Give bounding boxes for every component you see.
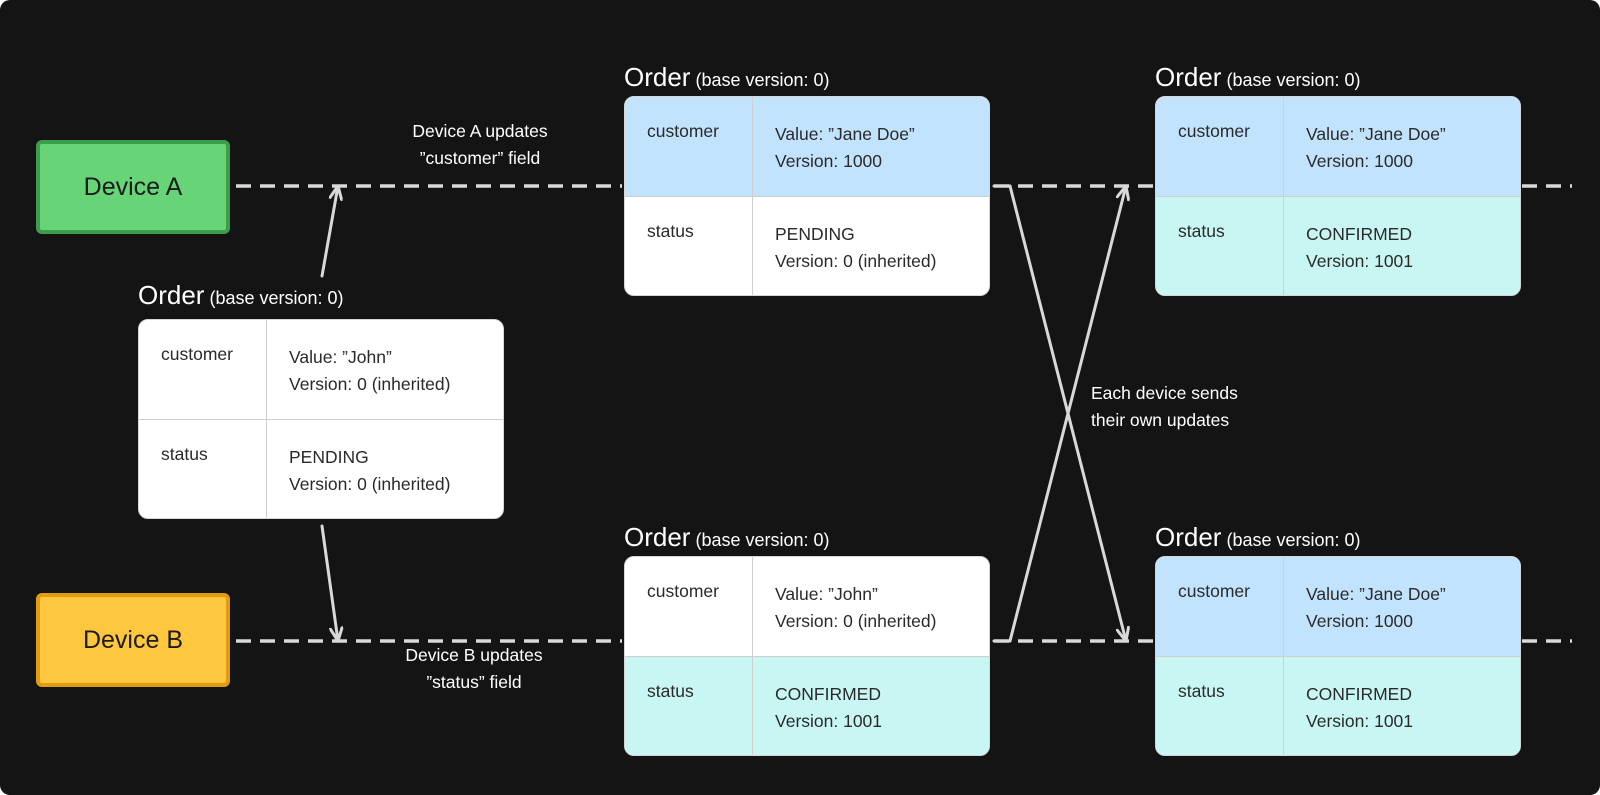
- note-line: their own updates: [1091, 410, 1230, 430]
- field-value: PENDING Version: 0 (inherited): [289, 444, 450, 498]
- base-version-label: (base version: 0): [695, 530, 830, 550]
- value-text: Value: ”Jane Doe”: [775, 124, 915, 144]
- order-title: Order: [1155, 522, 1222, 552]
- field-value: CONFIRMED Version: 1001: [1306, 681, 1413, 735]
- device-a-merged-order-card: customer Value: ”Jane Doe” Version: 1000 st…: [1155, 96, 1521, 296]
- device-a-local-order-card: customer Value: ”Jane Doe” Version: 1000 st…: [624, 96, 990, 296]
- exchange-note: Each device sends their own updates: [1091, 380, 1311, 434]
- value-text: PENDING: [775, 224, 855, 244]
- column-divider: [752, 557, 753, 656]
- initial-to-device-a-arrow: [320, 184, 338, 278]
- initial-order-title: Order (base version: 0): [138, 280, 344, 311]
- order-title: Order: [138, 280, 205, 310]
- device-b-merged-order-title: Order (base version: 0): [1155, 522, 1361, 553]
- field-row-customer: customer Value: ”Jane Doe” Version: 1000: [1156, 97, 1520, 196]
- order-title: Order: [1155, 62, 1222, 92]
- column-divider: [752, 97, 753, 196]
- column-divider: [266, 420, 267, 518]
- version-text: Version: 0 (inherited): [775, 251, 937, 271]
- note-line: ”status” field: [426, 672, 522, 692]
- field-row-customer: customer Value: ”John” Version: 0 (inherit…: [625, 557, 989, 656]
- value-text: Value: ”John”: [775, 584, 878, 604]
- field-value: CONFIRMED Version: 1001: [775, 681, 882, 735]
- initial-to-device-b-arrow: [320, 524, 338, 643]
- field-row-customer: customer Value: ”Jane Doe” Version: 1000: [1156, 557, 1520, 656]
- version-text: Version: 1000: [1306, 151, 1414, 171]
- field-name: status: [161, 444, 208, 464]
- note-line: ”customer” field: [419, 148, 541, 168]
- order-title: Order: [624, 62, 691, 92]
- base-version-label: (base version: 0): [1226, 70, 1361, 90]
- value-text: Value: ”John”: [289, 347, 392, 367]
- device-b-order-title: Order (base version: 0): [624, 522, 830, 553]
- field-row-customer: customer Value: ”Jane Doe” Version: 1000: [625, 97, 989, 196]
- device-b-merged-order-card: customer Value: ”Jane Doe” Version: 1000 st…: [1155, 556, 1521, 756]
- field-name: status: [1178, 681, 1225, 701]
- value-text: Value: ”Jane Doe”: [1306, 124, 1446, 144]
- version-text: Version: 1001: [1306, 251, 1414, 271]
- field-row-status: status PENDING Version: 0 (inherited): [625, 196, 989, 295]
- column-divider: [1283, 97, 1284, 196]
- version-text: Version: 0 (inherited): [289, 374, 451, 394]
- device-a-merged-order-title: Order (base version: 0): [1155, 62, 1361, 93]
- column-divider: [1283, 197, 1284, 295]
- column-divider: [752, 657, 753, 755]
- device-a-order-title: Order (base version: 0): [624, 62, 830, 93]
- field-name: status: [647, 681, 694, 701]
- field-row-status: status CONFIRMED Version: 1001: [1156, 196, 1520, 295]
- note-line: Each device sends: [1091, 383, 1238, 403]
- field-name: customer: [647, 121, 719, 141]
- field-value: Value: ”Jane Doe” Version: 1000: [1306, 581, 1446, 635]
- device-a-box: Device A: [36, 140, 230, 234]
- field-value: Value: ”Jane Doe” Version: 1000: [1306, 121, 1446, 175]
- field-name: customer: [647, 581, 719, 601]
- version-text: Version: 1000: [775, 151, 883, 171]
- value-text: CONFIRMED: [1306, 224, 1412, 244]
- field-row-status: status PENDING Version: 0 (inherited): [139, 419, 503, 518]
- version-text: Version: 0 (inherited): [775, 611, 937, 631]
- version-text: Version: 1001: [1306, 711, 1414, 731]
- base-version-label: (base version: 0): [209, 288, 344, 308]
- field-row-customer: customer Value: ”John” Version: 0 (inherit…: [139, 320, 503, 419]
- field-row-status: status CONFIRMED Version: 1001: [625, 656, 989, 755]
- version-text: Version: 1000: [1306, 611, 1414, 631]
- column-divider: [1283, 557, 1284, 656]
- note-line: Device A updates: [412, 121, 548, 141]
- note-line: Device B updates: [405, 645, 543, 665]
- base-version-label: (base version: 0): [695, 70, 830, 90]
- field-name: customer: [1178, 121, 1250, 141]
- device-b-to-a-arrow: [1008, 184, 1126, 643]
- field-value: PENDING Version: 0 (inherited): [775, 221, 936, 275]
- value-text: PENDING: [289, 447, 369, 467]
- version-text: Version: 1001: [775, 711, 883, 731]
- field-value: Value: ”John” Version: 0 (inherited): [289, 344, 450, 398]
- order-title: Order: [624, 522, 691, 552]
- device-b-label: Device B: [82, 625, 184, 654]
- field-name: status: [647, 221, 694, 241]
- field-name: customer: [161, 344, 233, 364]
- value-text: Value: ”Jane Doe”: [1306, 584, 1446, 604]
- field-name: status: [1178, 221, 1225, 241]
- version-text: Version: 0 (inherited): [289, 474, 451, 494]
- field-value: Value: ”John” Version: 0 (inherited): [775, 581, 936, 635]
- column-divider: [1283, 657, 1284, 755]
- field-value: Value: ”Jane Doe” Version: 1000: [775, 121, 915, 175]
- device-a-label: Device A: [83, 172, 183, 201]
- device-b-box: Device B: [36, 593, 230, 687]
- base-version-label: (base version: 0): [1226, 530, 1361, 550]
- column-divider: [266, 320, 267, 419]
- value-text: CONFIRMED: [1306, 684, 1412, 704]
- value-text: CONFIRMED: [775, 684, 881, 704]
- device-b-local-order-card: customer Value: ”John” Version: 0 (inherit…: [624, 556, 990, 756]
- initial-order-card: customer Value: ”John” Version: 0 (inherit…: [138, 319, 504, 519]
- field-name: customer: [1178, 581, 1250, 601]
- field-row-status: status CONFIRMED Version: 1001: [1156, 656, 1520, 755]
- device-a-update-note: Device A updates ”customer” field: [380, 118, 580, 172]
- column-divider: [752, 197, 753, 295]
- device-b-update-note: Device B updates ”status” field: [374, 642, 574, 696]
- field-value: CONFIRMED Version: 1001: [1306, 221, 1413, 275]
